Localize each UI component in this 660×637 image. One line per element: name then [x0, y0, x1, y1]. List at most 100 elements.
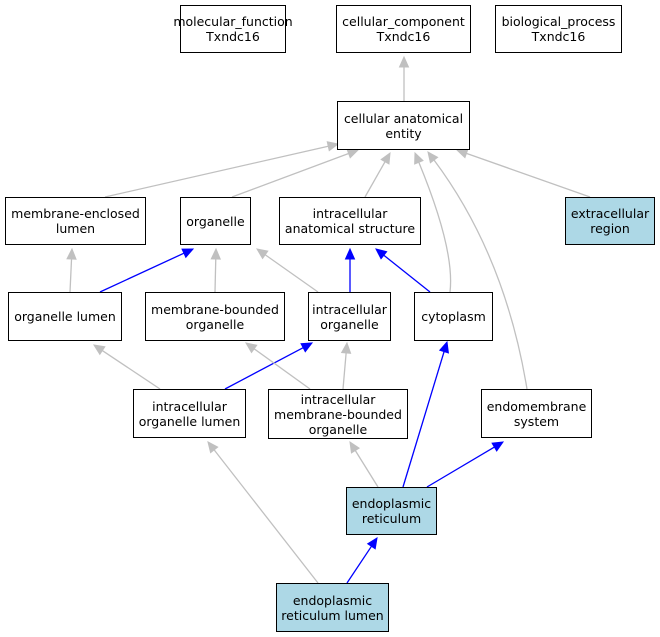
arrowhead-icon [344, 247, 356, 260]
edge-line [101, 350, 161, 390]
node-membrane-enclosed-lumen[interactable]: membrane-enclosed lumen [5, 197, 146, 245]
node-label-line1: endoplasmic [351, 496, 432, 511]
arrowhead-icon [256, 248, 269, 260]
edge-ol-org [99, 248, 195, 293]
node-label-line2: organelle lumen [138, 413, 241, 429]
node-label-line2: Txndc16 [531, 29, 586, 44]
arrowhead-icon [92, 344, 106, 356]
node-intracellular-organelle-lumen[interactable]: intracellular organelle lumen [133, 389, 246, 438]
node-label-line1: biological_process [501, 14, 616, 29]
edge-org-cae [231, 148, 360, 198]
edge-line [104, 145, 329, 198]
edge-imbo-io [340, 341, 352, 390]
edge-line [402, 351, 445, 488]
node-label-line2: lumen [55, 221, 96, 236]
edge-iol-io [224, 342, 314, 390]
edge-line [224, 347, 304, 390]
arrowhead-icon [398, 55, 410, 68]
edge-line [213, 449, 319, 584]
edge-cae-cc [398, 55, 410, 101]
node-cellular-anatomical-entity[interactable]: cellular anatomical entity [337, 101, 470, 150]
node-label-line1: membrane-enclosed [11, 206, 140, 221]
node-organelle-lumen[interactable]: organelle lumen [8, 292, 122, 341]
edge-line [354, 450, 379, 488]
node-endoplasmic-reticulum[interactable]: endoplasmic reticulum [346, 487, 437, 535]
edge-ol-mel [66, 247, 77, 293]
arrowhead-icon [438, 340, 449, 354]
node-biological-process[interactable]: biological_process Txndc16 [495, 5, 622, 53]
edge-line [426, 446, 495, 488]
node-extracellular-region[interactable]: extracellular region [565, 197, 655, 245]
node-label-line2: reticulum [361, 511, 422, 526]
node-label-line2: organelle [320, 316, 379, 332]
node-label-line1: membrane-bounded [151, 301, 279, 317]
edge-ems-cae [427, 151, 528, 390]
node-label-line2: region [590, 221, 630, 236]
node-endomembrane-system[interactable]: endomembrane system [481, 389, 592, 438]
arrowhead-icon [349, 440, 361, 454]
edge-line [69, 258, 73, 293]
edge-er-imbo [349, 440, 379, 488]
edge-mbo-org [210, 247, 222, 293]
edge-mel-cae [104, 141, 340, 198]
node-label-line2: system [513, 413, 560, 429]
node-label-line1: organelle [186, 213, 245, 229]
node-label-line1: extracellular [570, 206, 650, 221]
arrowhead-icon [427, 151, 439, 164]
node-label-line2: Txndc16 [206, 29, 260, 44]
node-label-line2: membrane-bounded [274, 406, 402, 422]
node-label-line1: cellular_component [342, 14, 465, 29]
edge-line [214, 258, 217, 293]
node-membrane-bounded-organelle[interactable]: membrane-bounded organelle [145, 292, 285, 341]
edge-imbo-mbo [245, 342, 311, 390]
node-label-line2: Txndc16 [376, 29, 431, 44]
edge-er-cyto [402, 340, 449, 488]
node-label-line1: cellular anatomical [343, 110, 464, 126]
node-label-line1: cytoplasm [421, 309, 486, 324]
edge-line [466, 152, 591, 198]
arrowhead-icon [340, 341, 352, 354]
edge-line [253, 348, 311, 390]
node-label-line1: organelle lumen [14, 309, 116, 324]
node-cytoplasm[interactable]: cytoplasm [414, 292, 493, 341]
edge-io-ias [344, 247, 356, 292]
arrowhead-icon [207, 441, 219, 454]
arrowhead-icon [300, 342, 314, 353]
edge-line [231, 152, 349, 198]
edge-line [342, 352, 347, 390]
node-label-line1: intracellular [300, 391, 376, 407]
edge-erl-iol [207, 441, 319, 584]
node-label-line2: reticulum lumen [281, 607, 384, 623]
node-molecular-function[interactable]: molecular_function Txndc16 [173, 5, 293, 53]
arrowhead-icon [326, 141, 340, 152]
node-label-line1: intracellular [312, 301, 387, 317]
node-intracellular-organelle[interactable]: intracellular organelle [308, 292, 391, 341]
arrowhead-icon [210, 247, 222, 260]
node-label-line1: intracellular [152, 398, 227, 414]
node-endoplasmic-reticulum-lumen[interactable]: endoplasmic reticulum lumen [276, 583, 389, 632]
node-cellular-component[interactable]: cellular_component Txndc16 [336, 5, 471, 53]
node-intracellular-anatomical-structure[interactable]: intracellular anatomical structure [279, 197, 421, 245]
node-intracellular-membrane-bounded-organelle[interactable]: intracellular membrane-bounded organelle [268, 389, 408, 439]
arrowhead-icon [414, 151, 424, 165]
arrowhead-icon [455, 148, 469, 159]
edge-line [264, 254, 319, 293]
edge-cyto-ias [375, 248, 431, 293]
node-label-line2: entity [385, 125, 422, 141]
arrowhead-icon [366, 536, 378, 550]
node-label-line1: endomembrane [486, 398, 587, 414]
edge-line [346, 545, 372, 584]
edge-cyto-cae [414, 151, 452, 293]
node-organelle[interactable]: organelle [180, 197, 251, 245]
arrowhead-icon [375, 248, 388, 260]
edge-line [364, 161, 386, 198]
node-label-line1: molecular_function [173, 14, 293, 29]
node-label-line1: intracellular [312, 206, 388, 221]
node-label-line3: organelle [308, 421, 368, 437]
node-label-line2: anatomical structure [284, 221, 416, 236]
node-label-line1: endoplasmic [292, 592, 373, 608]
edge-io-org [256, 248, 319, 293]
arrowhead-icon [66, 247, 77, 260]
